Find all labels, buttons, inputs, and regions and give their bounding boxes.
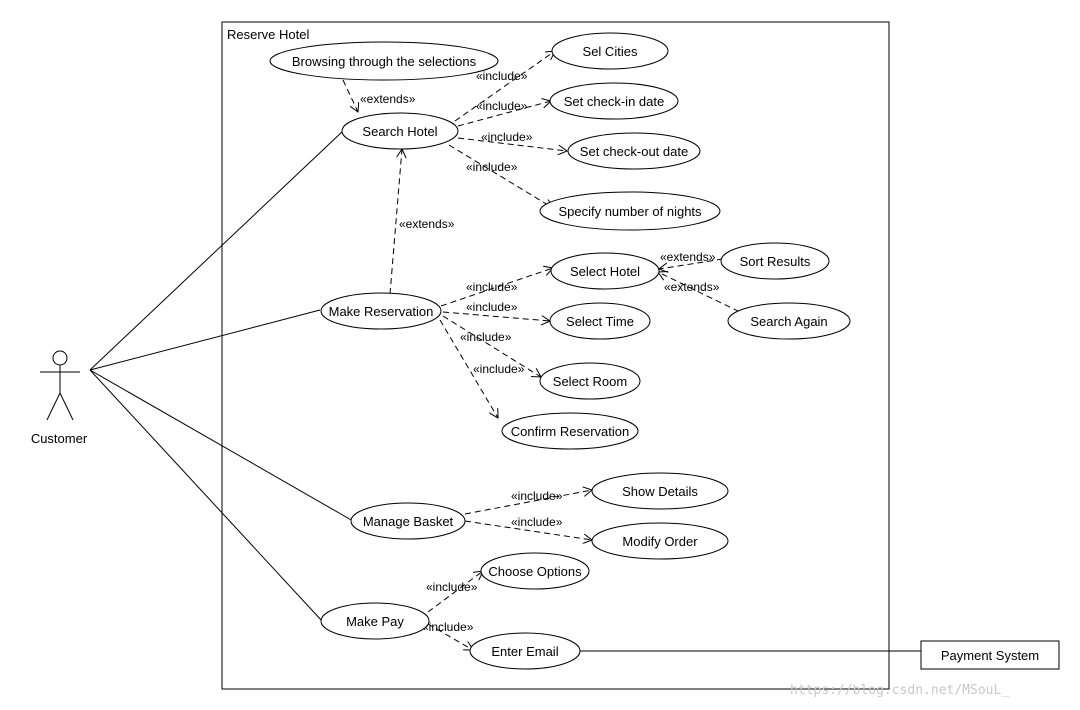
use-case-sort-results[interactable]: Sort Results [720,242,830,280]
system-title: Reserve Hotel [227,27,309,42]
svg-text:Manage Basket: Manage Basket [363,514,454,529]
use-case-make-reservation[interactable]: Make Reservation [320,292,442,330]
assoc-customer-make-pay [89,369,323,622]
svg-text:Select Room: Select Room [553,374,627,389]
dep-browsing-extends-search [342,79,358,112]
use-case-search-hotel[interactable]: Search Hotel [341,112,459,150]
dep-sort-extends-select-hotel [659,258,724,269]
dep-pay-include-choose-options [427,571,483,613]
dep-pay-include-enter-email [427,623,473,650]
svg-text:Search Again: Search Again [750,314,827,329]
label-include-enter-email: «include» [422,620,474,634]
use-case-sel-cities[interactable]: Sel Cities [551,32,669,70]
dep-search-include-checkin [457,101,551,127]
dep-search-include-checkout [457,137,567,151]
label-extends-reservation: «extends» [399,217,455,231]
dep-basket-include-show-details [464,490,592,515]
svg-text:Modify Order: Modify Order [622,534,698,549]
use-case-make-pay[interactable]: Make Pay [320,602,430,640]
svg-text:Sel Cities: Sel Cities [583,44,638,59]
svg-text:Select Hotel: Select Hotel [570,264,640,279]
label-include-select-time: «include» [466,300,518,314]
label-include-sel-cities: «include» [476,69,528,83]
use-case-show-details[interactable]: Show Details [591,472,729,510]
label-include-select-room: «include» [460,330,512,344]
use-case-choose-options[interactable]: Choose Options [480,552,590,590]
label-include-nights: «include» [466,160,518,174]
system-boundary [221,21,890,690]
dep-reservation-extends-search [389,149,402,295]
label-extends-sort: «extends» [660,250,716,264]
assoc-customer-search-hotel [89,130,344,371]
payment-system-actor[interactable] [920,640,1060,670]
svg-text:Choose Options: Choose Options [488,564,582,579]
payment-system-label: Payment System [941,648,1039,663]
label-extends-browsing: «extends» [360,92,416,106]
assoc-customer-make-reservation [89,309,321,371]
use-case-set-checkout[interactable]: Set check-out date [567,132,701,170]
assoc-customer-manage-basket [89,369,354,522]
svg-text:Select Time: Select Time [566,314,634,329]
label-include-checkout: «include» [481,130,533,144]
label-include-modify-order: «include» [511,515,563,529]
label-include-show-details: «include» [511,489,563,503]
use-case-manage-basket[interactable]: Manage Basket [350,502,466,540]
use-case-select-time[interactable]: Select Time [549,302,651,340]
watermark: https://blog.csdn.net/MSouL_ [790,683,1009,698]
dep-search-again-extends-select-hotel [658,272,749,317]
use-case-select-hotel[interactable]: Select Hotel [550,252,660,290]
svg-text:Confirm Reservation: Confirm Reservation [511,424,630,439]
svg-text:Make Pay: Make Pay [346,614,404,629]
dep-reservation-include-confirm [439,319,498,418]
svg-text:Make Reservation: Make Reservation [329,304,434,319]
dep-reservation-include-select-time [442,311,550,321]
use-case-select-room[interactable]: Select Room [539,362,641,400]
svg-text:Specify number of nights: Specify number of nights [558,204,702,219]
customer-actor-icon[interactable] [40,350,80,421]
label-include-confirm: «include» [473,362,525,376]
customer-actor-label: Customer [31,431,88,446]
svg-text:Browsing through the selection: Browsing through the selections [292,54,477,69]
use-case-set-checkin[interactable]: Set check-in date [549,82,679,120]
dep-search-include-nights [448,144,553,208]
label-include-checkin: «include» [476,99,528,113]
svg-text:Sort Results: Sort Results [740,254,811,269]
use-case-confirm-reservation[interactable]: Confirm Reservation [501,412,639,450]
svg-text:Enter Email: Enter Email [491,644,558,659]
svg-text:Search Hotel: Search Hotel [362,124,437,139]
use-case-browsing[interactable]: Browsing through the selections [269,41,499,81]
use-case-search-again[interactable]: Search Again [727,302,851,340]
dep-basket-include-modify-order [464,520,592,540]
use-case-specify-nights[interactable]: Specify number of nights [539,191,721,231]
svg-text:Set check-out date: Set check-out date [580,144,688,159]
svg-text:Set check-in date: Set check-in date [564,94,664,109]
use-case-modify-order[interactable]: Modify Order [591,522,729,560]
svg-text:Show Details: Show Details [622,484,698,499]
dep-search-include-sel-cities [454,51,555,122]
use-case-enter-email[interactable]: Enter Email [469,632,581,670]
label-include-select-hotel: «include» [466,280,518,294]
label-include-choose-options: «include» [426,580,478,594]
label-extends-search-again: «extends» [664,280,720,294]
